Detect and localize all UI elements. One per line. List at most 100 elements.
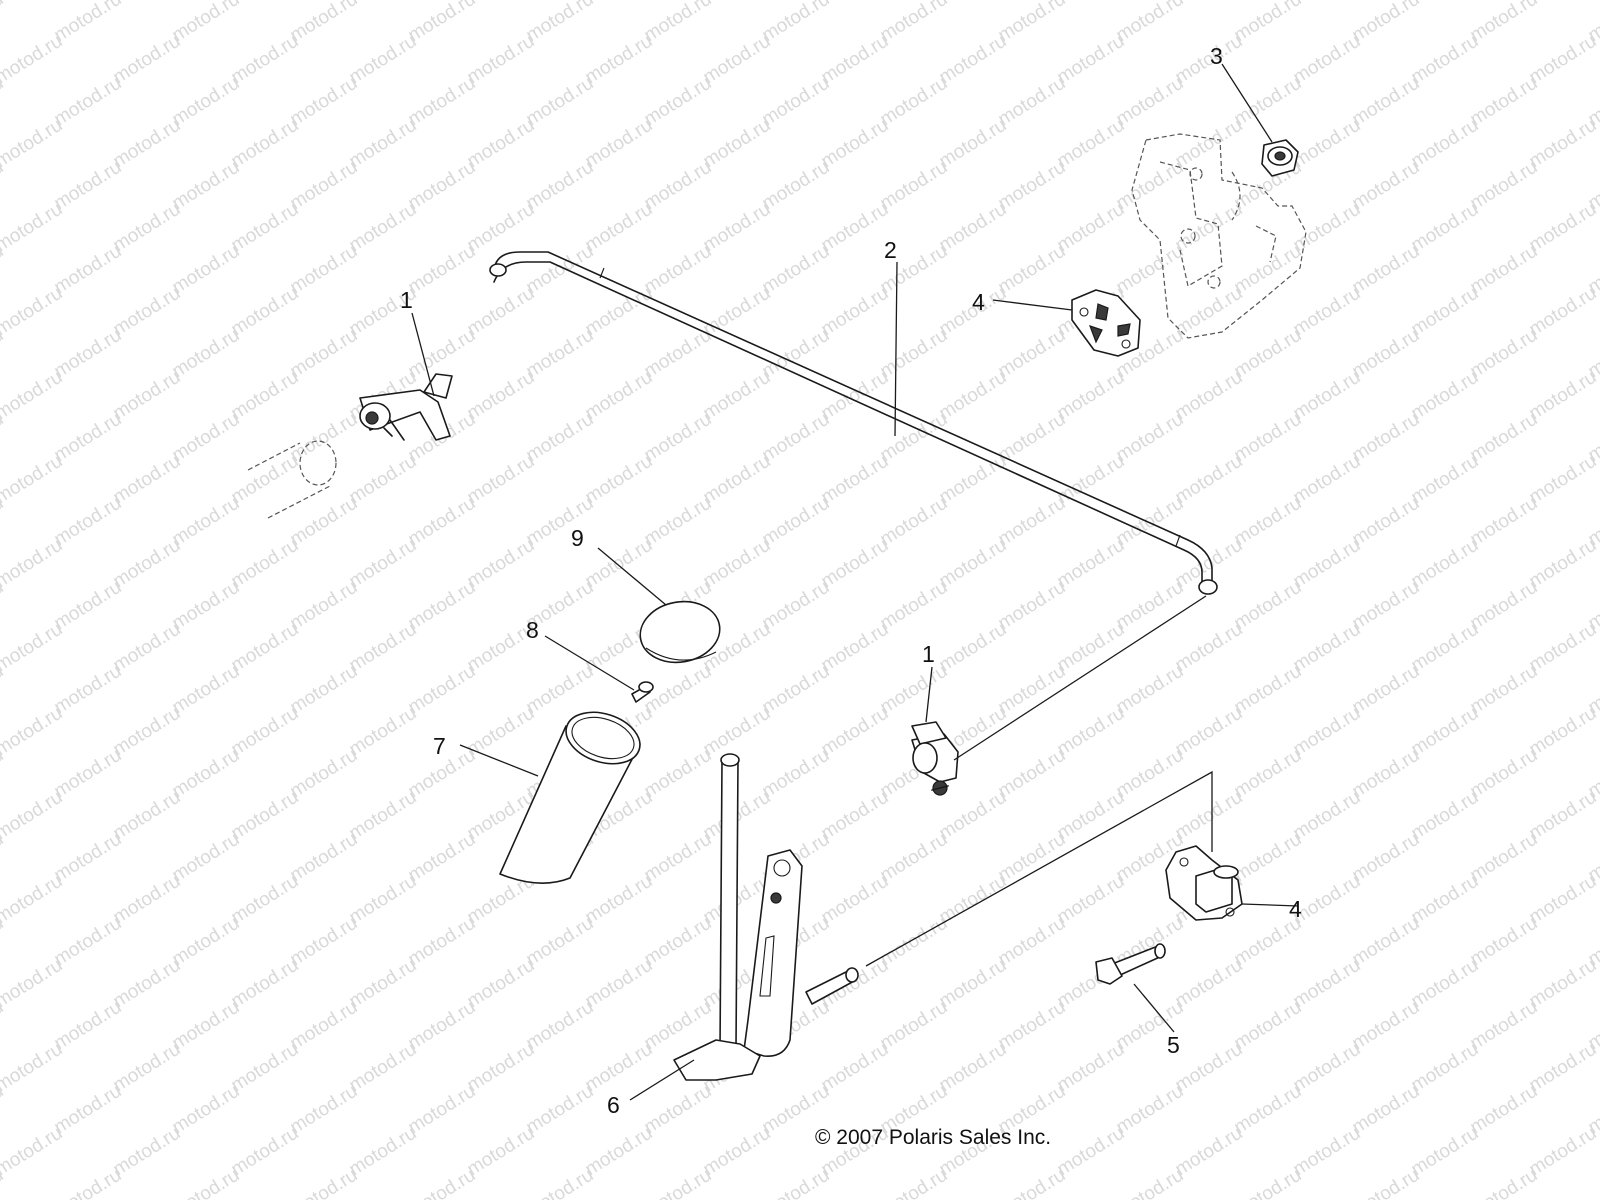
watermark-text: motod.ru bbox=[51, 829, 126, 887]
watermark-text: motod.ru bbox=[228, 871, 303, 929]
watermark-text: motod.ru bbox=[169, 1165, 244, 1200]
watermark-text: motod.ru bbox=[1113, 409, 1188, 467]
watermark-text: motod.ru bbox=[1172, 199, 1247, 257]
watermark-text: motod.ru bbox=[1349, 241, 1424, 299]
watermark-text: motod.ru bbox=[1585, 1165, 1600, 1200]
watermark-text: motod.ru bbox=[818, 871, 893, 929]
watermark-text: motod.ru bbox=[523, 493, 598, 551]
watermark-text: motod.ru bbox=[405, 493, 480, 551]
watermark-text: motod.ru bbox=[582, 955, 657, 1013]
watermark-text: motod.ru bbox=[0, 367, 66, 425]
watermark-text: motod.ru bbox=[1408, 703, 1483, 761]
watermark-text: motod.ru bbox=[110, 871, 185, 929]
watermark-text: motod.ru bbox=[346, 955, 421, 1013]
watermark-text: motod.ru bbox=[0, 535, 66, 593]
watermark-text: motod.ru bbox=[287, 829, 362, 887]
watermark-text: motod.ru bbox=[169, 745, 244, 803]
watermark-text: motod.ru bbox=[228, 1123, 303, 1181]
watermark-text: motod.ru bbox=[405, 157, 480, 215]
watermark-text: motod.ru bbox=[346, 535, 421, 593]
callout-7: 7 bbox=[433, 733, 446, 759]
watermark-text: motod.ru bbox=[1408, 115, 1483, 173]
watermark-text: motod.ru bbox=[877, 661, 952, 719]
watermark-text: motod.ru bbox=[582, 871, 657, 929]
watermark-text: motod.ru bbox=[1349, 661, 1424, 719]
watermark-text: motod.ru bbox=[0, 1165, 7, 1200]
watermark-text: motod.ru bbox=[1290, 283, 1365, 341]
watermark-text: motod.ru bbox=[169, 325, 244, 383]
watermark-text: motod.ru bbox=[759, 493, 834, 551]
watermark-text: motod.ru bbox=[936, 31, 1011, 89]
watermark-text: motod.ru bbox=[1231, 577, 1306, 635]
watermark-text: motod.ru bbox=[287, 577, 362, 635]
watermark-text: motod.ru bbox=[287, 325, 362, 383]
watermark-text: motod.ru bbox=[1290, 367, 1365, 425]
watermark-text: motod.ru bbox=[1408, 871, 1483, 929]
watermark-text: motod.ru bbox=[405, 913, 480, 971]
watermark-text: motod.ru bbox=[1231, 1081, 1306, 1139]
watermark-text: motod.ru bbox=[110, 535, 185, 593]
watermark-text: motod.ru bbox=[818, 787, 893, 845]
watermark-text: motod.ru bbox=[228, 535, 303, 593]
callout-labels: 1 1 2 3 4 4 5 6 7 8 9 bbox=[400, 43, 1302, 1118]
watermark-text: motod.ru bbox=[346, 115, 421, 173]
watermark-text: motod.ru bbox=[641, 241, 716, 299]
watermark-text: motod.ru bbox=[464, 283, 539, 341]
watermark-text: motod.ru bbox=[877, 325, 952, 383]
watermark-text: motod.ru bbox=[1467, 73, 1542, 131]
watermark-text: motod.ru bbox=[523, 73, 598, 131]
watermark-text: motod.ru bbox=[51, 661, 126, 719]
watermark-text: motod.ru bbox=[110, 31, 185, 89]
watermark-text: motod.ru bbox=[1054, 619, 1129, 677]
pedal-pad bbox=[639, 600, 721, 664]
watermark-text: motod.ru bbox=[877, 157, 952, 215]
watermark-text: motod.ru bbox=[818, 31, 893, 89]
watermark-text: motod.ru bbox=[1290, 1123, 1365, 1181]
watermark-text: motod.ru bbox=[51, 745, 126, 803]
watermark-text: motod.ru bbox=[1054, 1039, 1129, 1097]
watermark-text: motod.ru bbox=[936, 535, 1011, 593]
watermark-text: motod.ru bbox=[0, 0, 66, 4]
watermark-text: motod.ru bbox=[169, 997, 244, 1055]
watermark-text: motod.ru bbox=[1467, 0, 1542, 46]
watermark-text: motod.ru bbox=[1231, 745, 1306, 803]
watermark-text: motod.ru bbox=[110, 283, 185, 341]
watermark-text: motod.ru bbox=[169, 577, 244, 635]
watermark-text: motod.ru bbox=[464, 535, 539, 593]
watermark-text: motod.ru bbox=[1290, 787, 1365, 845]
watermark-text: motod.ru bbox=[464, 1123, 539, 1181]
watermark-text: motod.ru bbox=[759, 241, 834, 299]
watermark-text: motod.ru bbox=[1408, 1123, 1483, 1181]
watermark-text: motod.ru bbox=[759, 157, 834, 215]
watermark-text: motod.ru bbox=[582, 535, 657, 593]
watermark-text: motod.ru bbox=[0, 703, 66, 761]
watermark-text: motod.ru bbox=[1290, 1039, 1365, 1097]
watermark-text: motod.ru bbox=[877, 0, 952, 46]
watermark-text: motod.ru bbox=[228, 31, 303, 89]
watermark-text: motod.ru bbox=[1526, 1123, 1600, 1181]
watermark-text: motod.ru bbox=[464, 955, 539, 1013]
watermark-text: motod.ru bbox=[346, 1039, 421, 1097]
watermark-text: motod.ru bbox=[523, 997, 598, 1055]
watermark-text: motod.ru bbox=[818, 703, 893, 761]
watermark-text: motod.ru bbox=[1231, 493, 1306, 551]
watermark-text: motod.ru bbox=[1349, 409, 1424, 467]
watermark-text: motod.ru bbox=[641, 829, 716, 887]
watermark-text: motod.ru bbox=[1231, 0, 1306, 46]
watermark-text: motod.ru bbox=[169, 0, 244, 46]
callout-5: 5 bbox=[1167, 1032, 1180, 1058]
watermark-text: motod.ru bbox=[1113, 577, 1188, 635]
watermark-text: motod.ru bbox=[287, 745, 362, 803]
watermark-text: motod.ru bbox=[1054, 1123, 1129, 1181]
watermark-text: motod.ru bbox=[641, 409, 716, 467]
watermark-text: motod.ru bbox=[405, 0, 480, 46]
watermark-text: motod.ru bbox=[228, 703, 303, 761]
watermark-text: motod.ru bbox=[1231, 241, 1306, 299]
watermark-text: motod.ru bbox=[287, 493, 362, 551]
watermark-text: motod.ru bbox=[995, 493, 1070, 551]
watermark-text: motod.ru bbox=[287, 1081, 362, 1139]
watermark-text: motod.ru bbox=[1467, 241, 1542, 299]
watermark-text: motod.ru bbox=[877, 1165, 952, 1200]
watermark-text: motod.ru bbox=[523, 661, 598, 719]
watermark-text: motod.ru bbox=[1290, 31, 1365, 89]
